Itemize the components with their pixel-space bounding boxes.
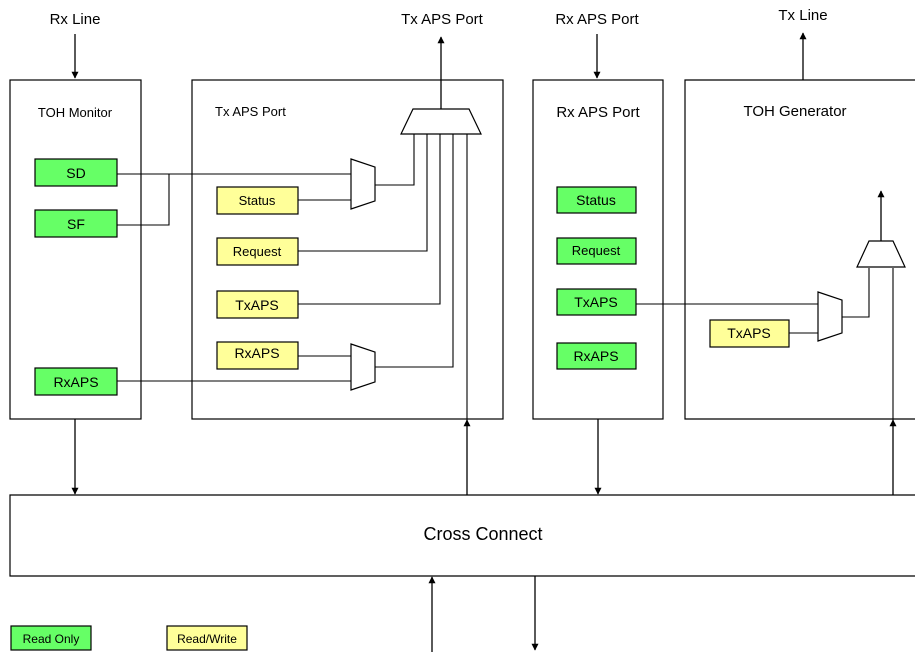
rx-aps-rxaps-label: RxAPS: [573, 348, 618, 364]
tx-aps-rxaps-box: [216, 341, 299, 370]
legend-read-only-swatch: [10, 625, 92, 651]
toh-monitor-sf-label: SF: [67, 216, 85, 232]
cross-connect-block: [9, 494, 915, 577]
rx-aps-rxaps-box: [556, 342, 637, 370]
toh-gen-wires: [636, 268, 894, 420]
rx-aps-status-box: [556, 186, 637, 214]
rxaps-mux: [350, 343, 376, 391]
tx-aps-status-label: Status: [239, 193, 276, 208]
tx-aps-port-top-label: Tx APS Port: [401, 11, 484, 28]
rx-aps-request-label: Request: [572, 243, 621, 258]
rx-aps-status-label: Status: [576, 192, 616, 208]
tx-aps-request-box: [216, 237, 299, 266]
legend-read-only-label: Read Only: [23, 632, 80, 646]
toh-gen-output-mux: [856, 240, 906, 268]
rx-aps-txaps-box: [556, 288, 637, 316]
rx-aps-port-title: Rx APS Port: [556, 104, 640, 121]
tx-aps-output-mux: [400, 108, 482, 135]
tx-aps-wires: [117, 134, 468, 420]
sd-sf-mux: [350, 158, 376, 210]
cross-connect-title: Cross Connect: [423, 524, 542, 544]
rx-line-label: Rx Line: [50, 11, 101, 28]
toh-generator-title: TOH Generator: [743, 103, 846, 120]
rx-aps-port-top-label: Rx APS Port: [555, 11, 639, 28]
tx-aps-rxaps-label: RxAPS: [234, 345, 279, 361]
tx-line-label: Tx Line: [778, 7, 827, 24]
toh-gen-txaps-box: [709, 319, 790, 348]
toh-monitor-rxaps-box: [34, 367, 118, 396]
legend-read-write-label: Read/Write: [177, 632, 237, 646]
tx-aps-txaps-box: [216, 290, 299, 319]
tx-aps-request-label: Request: [233, 244, 282, 259]
toh-monitor-title: TOH Monitor: [38, 105, 113, 120]
toh-gen-txaps-label: TxAPS: [727, 325, 771, 341]
toh-monitor-sd-box: [34, 158, 118, 187]
toh-gen-txaps-mux: [817, 291, 843, 342]
rx-aps-txaps-label: TxAPS: [574, 294, 618, 310]
tx-aps-port-title: Tx APS Port: [215, 104, 286, 119]
toh-monitor-sf-box: [34, 209, 118, 238]
toh-monitor-sd-label: SD: [66, 165, 85, 181]
rx-aps-request-box: [556, 237, 637, 265]
toh-monitor-rxaps-label: RxAPS: [53, 374, 98, 390]
tx-aps-txaps-label: TxAPS: [235, 297, 279, 313]
legend-read-write-swatch: [166, 625, 248, 651]
tx-aps-status-box: [216, 186, 299, 215]
toh-monitor-block: [9, 79, 142, 420]
